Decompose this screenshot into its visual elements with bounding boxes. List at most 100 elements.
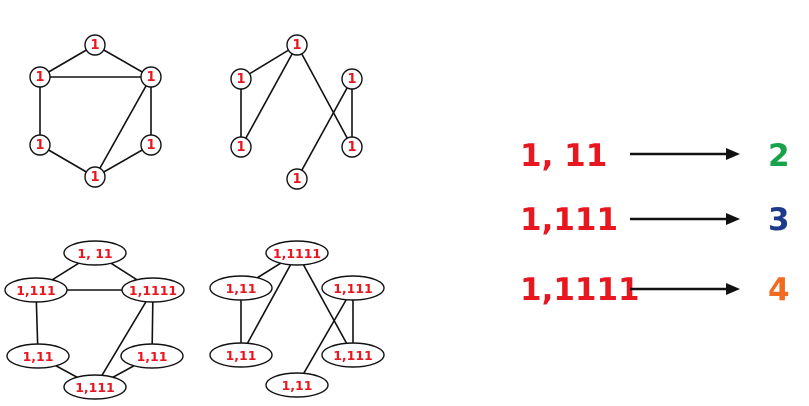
node-shape <box>121 277 185 303</box>
node-label: 1, 11 <box>77 246 112 261</box>
graph-edge <box>240 252 298 356</box>
node-shape <box>6 343 70 369</box>
graph-node: 1 <box>29 66 51 88</box>
mapping-row-1: 1, 11 2 <box>520 138 790 174</box>
graph-node: 1,111 <box>321 275 385 301</box>
graph-edge <box>240 44 298 148</box>
node-label: 1 <box>347 72 356 87</box>
graph-edge <box>296 44 353 148</box>
node-shape <box>4 277 68 303</box>
graph-edge <box>296 252 354 356</box>
node-shape <box>29 134 51 156</box>
graph-node: 1,11 <box>120 343 184 369</box>
graph-top-right: 1 1 1 1 1 1 <box>230 34 363 190</box>
arrowhead-icon <box>726 148 740 160</box>
graph-edge <box>94 44 152 78</box>
mapping-row-3: 1,1111 4 <box>520 272 790 308</box>
graph-edge <box>296 78 353 180</box>
mapping-target-3: 4 <box>768 272 790 308</box>
node-shape <box>84 34 106 56</box>
node-label: 1,11 <box>226 281 257 296</box>
node-label: 1 <box>35 70 44 85</box>
node-shape <box>84 166 106 188</box>
graph-node: 1,11 <box>209 275 273 301</box>
graph-node: 1,11 <box>209 342 273 368</box>
graph-node: 1,111 <box>321 342 385 368</box>
graph-node: 1 <box>140 134 162 156</box>
node-label: 1 <box>90 170 99 185</box>
graph-node: 1 <box>341 68 363 90</box>
node-shape <box>286 168 308 190</box>
node-shape <box>321 342 385 368</box>
node-label: 1 <box>347 140 356 155</box>
graph-node: 1 <box>140 66 162 88</box>
node-shape <box>230 68 252 90</box>
arrowhead-icon <box>726 213 740 225</box>
node-label: 1,11 <box>282 378 313 393</box>
graph-edge <box>94 289 154 388</box>
mapping-source-3: 1,1111 <box>520 272 640 308</box>
node-label: 1,111 <box>75 380 115 395</box>
graph-node: 1 <box>230 68 252 90</box>
mapping-legend: 1, 11 2 1,111 3 1,1111 4 <box>520 138 790 308</box>
node-label: 1,111 <box>333 348 373 363</box>
node-label: 1,11 <box>23 349 54 364</box>
graph-bottom-right: 1,1111 1,11 1,111 1,11 1,111 1,11 <box>209 240 385 398</box>
graph-node: 1 <box>84 34 106 56</box>
mapping-source-2: 1,111 <box>520 202 618 238</box>
node-shape <box>341 68 363 90</box>
node-label: 1,111 <box>16 283 56 298</box>
graph-node: 1 <box>29 134 51 156</box>
node-label: 1 <box>35 138 44 153</box>
node-label: 1 <box>146 70 155 85</box>
node-shape <box>265 372 329 398</box>
graph-edge <box>240 44 298 80</box>
node-shape <box>29 66 51 88</box>
graph-bottom-left: 1, 11 1,111 1,1111 1,11 1,11 1,111 <box>4 240 185 400</box>
node-label: 1,111 <box>333 281 373 296</box>
node-label: 1,11 <box>137 349 168 364</box>
node-shape <box>209 342 273 368</box>
node-label: 1,1111 <box>129 283 177 298</box>
mapping-target-1: 2 <box>768 138 790 174</box>
node-shape <box>230 136 252 158</box>
node-shape <box>63 240 127 266</box>
mapping-target-2: 3 <box>768 202 790 238</box>
graph-node: 1 <box>84 166 106 188</box>
arrowhead-icon <box>726 283 740 295</box>
node-label: 1 <box>292 172 301 187</box>
node-shape <box>120 343 184 369</box>
graph-node: 1,1111 <box>265 240 329 266</box>
graph-node: 1,111 <box>4 277 68 303</box>
node-label: 1 <box>292 38 301 53</box>
graph-node: 1,11 <box>6 343 70 369</box>
node-shape <box>63 374 127 400</box>
node-label: 1,1111 <box>273 246 321 261</box>
graph-node: 1,11 <box>265 372 329 398</box>
graph-edge <box>296 287 354 386</box>
graph-node: 1 <box>341 136 363 158</box>
graph-node: 1,1111 <box>121 277 185 303</box>
node-shape <box>265 240 329 266</box>
node-shape <box>321 275 385 301</box>
node-shape <box>140 134 162 156</box>
graph-node: 1,111 <box>63 374 127 400</box>
graph-top-left: 1 1 1 1 1 1 <box>29 34 162 188</box>
graph-node: 1 <box>286 168 308 190</box>
graph-node: 1 <box>230 136 252 158</box>
node-shape <box>286 34 308 56</box>
node-shape <box>209 275 273 301</box>
node-label: 1,11 <box>226 348 257 363</box>
node-label: 1 <box>90 38 99 53</box>
node-shape <box>341 136 363 158</box>
graph-node: 1, 11 <box>63 240 127 266</box>
graph-edge <box>94 144 152 178</box>
mapping-row-2: 1,111 3 <box>520 202 790 238</box>
node-label: 1 <box>236 140 245 155</box>
node-label: 1 <box>146 138 155 153</box>
mapping-source-1: 1, 11 <box>520 138 607 174</box>
graph-edge <box>94 76 152 178</box>
node-shape <box>140 66 162 88</box>
